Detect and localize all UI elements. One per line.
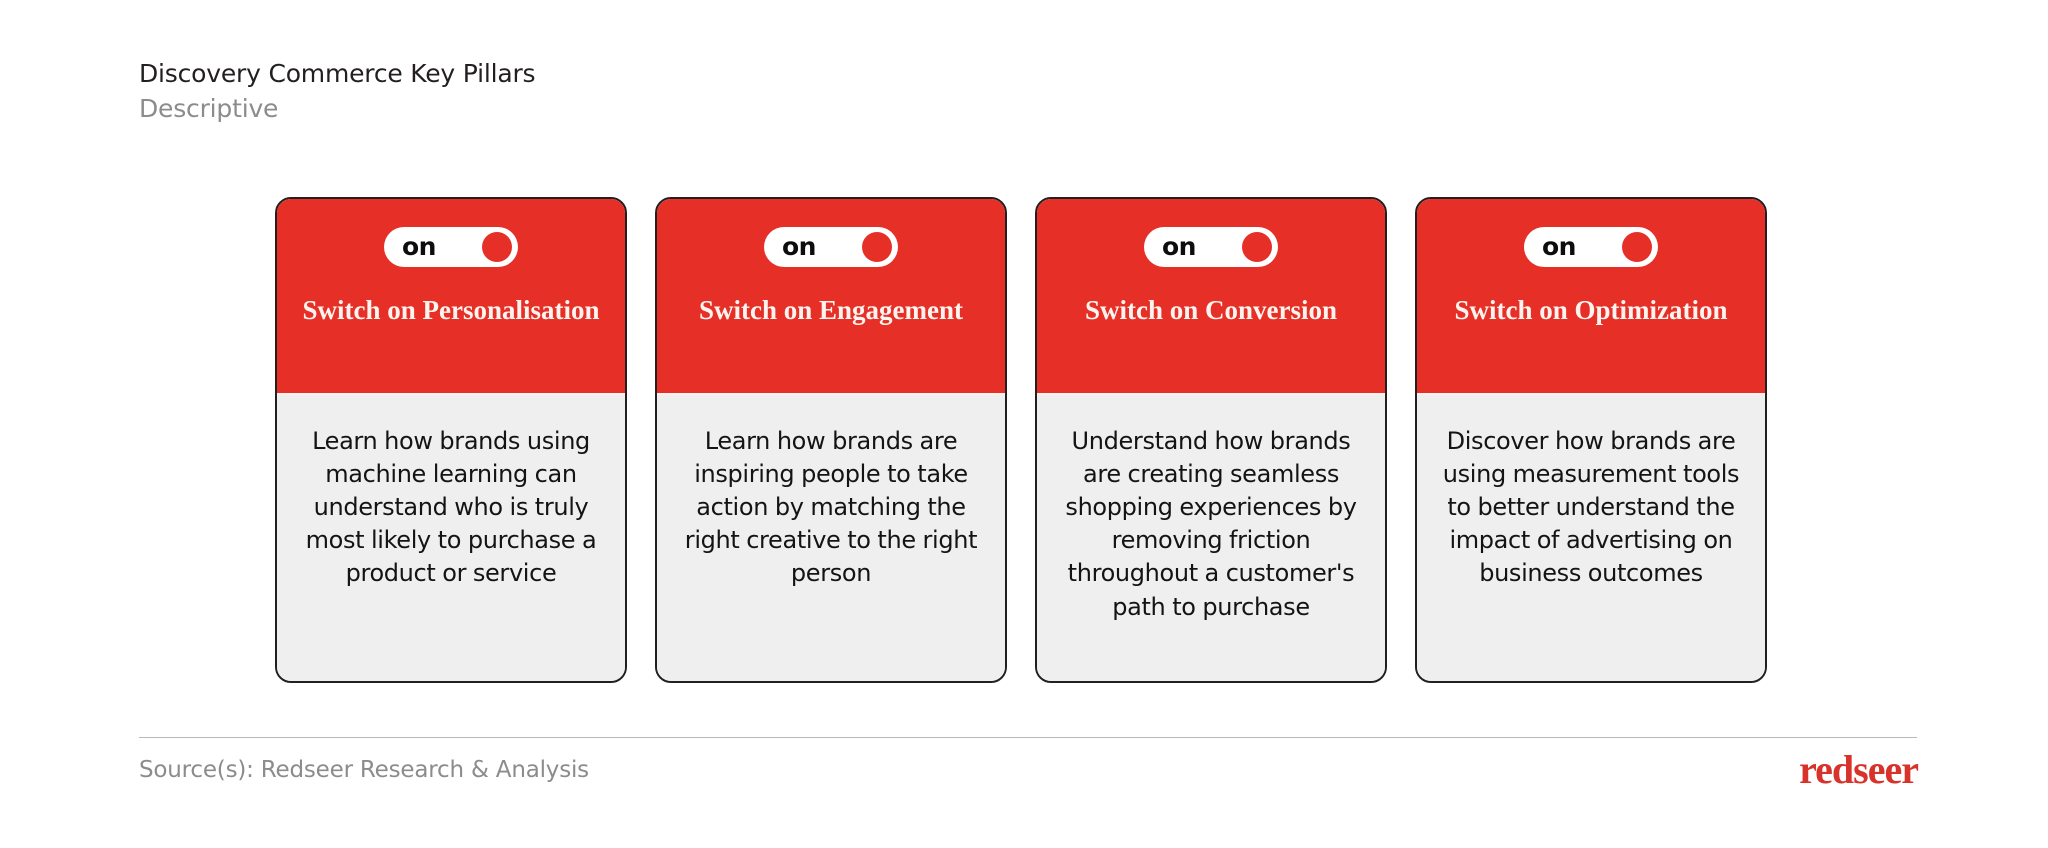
toggle-state-label: on: [1162, 231, 1196, 261]
card-header: on Switch on Optimization: [1417, 199, 1765, 395]
card-header: on Switch on Conversion: [1037, 199, 1385, 395]
card-title: Switch on Conversion: [1084, 295, 1338, 325]
toggle-state-label: on: [402, 231, 436, 261]
card-body: Learn how brands are inspiring people to…: [657, 395, 1005, 681]
pillar-card-engagement[interactable]: on Switch on Engagement Learn how brands…: [655, 197, 1007, 683]
toggle-on-icon[interactable]: on: [764, 227, 898, 267]
card-body: Understand how brands are creating seaml…: [1037, 395, 1385, 681]
source-note: Source(s): Redseer Research & Analysis: [139, 757, 589, 783]
redseer-logo: redseer: [1799, 747, 1919, 792]
toggle-on-icon[interactable]: on: [1144, 227, 1278, 267]
card-description: Learn how brands using machine learning …: [305, 427, 597, 588]
toggle-knob: [1622, 232, 1652, 262]
pillar-card-optimization[interactable]: on Switch on Optimization Discover how b…: [1415, 197, 1767, 683]
card-title: Switch on Personalisation: [302, 295, 600, 325]
toggle-knob: [1242, 232, 1272, 262]
toggle-on-icon[interactable]: on: [384, 227, 518, 267]
card-title: Switch on Engagement: [698, 295, 963, 325]
card-body: Discover how brands are using measuremen…: [1417, 395, 1765, 681]
page-subtitle: Descriptive: [139, 93, 279, 123]
card-description: Discover how brands are using measuremen…: [1442, 427, 1740, 588]
toggle-knob: [482, 232, 512, 262]
card-title: Switch on Optimization: [1454, 295, 1728, 325]
toggle-state-label: on: [782, 231, 816, 261]
pillar-cards-row: on Switch on Personalisation Learn how b…: [275, 197, 1767, 683]
page-title: Discovery Commerce Key Pillars: [139, 59, 536, 88]
card-header: on Switch on Engagement: [657, 199, 1005, 395]
card-description: Learn how brands are inspiring people to…: [684, 427, 978, 588]
pillar-card-conversion[interactable]: on Switch on Conversion Understand how b…: [1035, 197, 1387, 683]
card-body: Learn how brands using machine learning …: [277, 395, 625, 681]
toggle-state-label: on: [1542, 231, 1576, 261]
card-description: Understand how brands are creating seaml…: [1065, 427, 1357, 621]
toggle-on-icon[interactable]: on: [1524, 227, 1658, 267]
slide-header: Discovery Commerce Key Pillars Descripti…: [139, 59, 536, 124]
toggle-knob: [862, 232, 892, 262]
footer-divider: [139, 737, 1917, 738]
pillar-card-personalisation[interactable]: on Switch on Personalisation Learn how b…: [275, 197, 627, 683]
card-header: on Switch on Personalisation: [277, 199, 625, 395]
